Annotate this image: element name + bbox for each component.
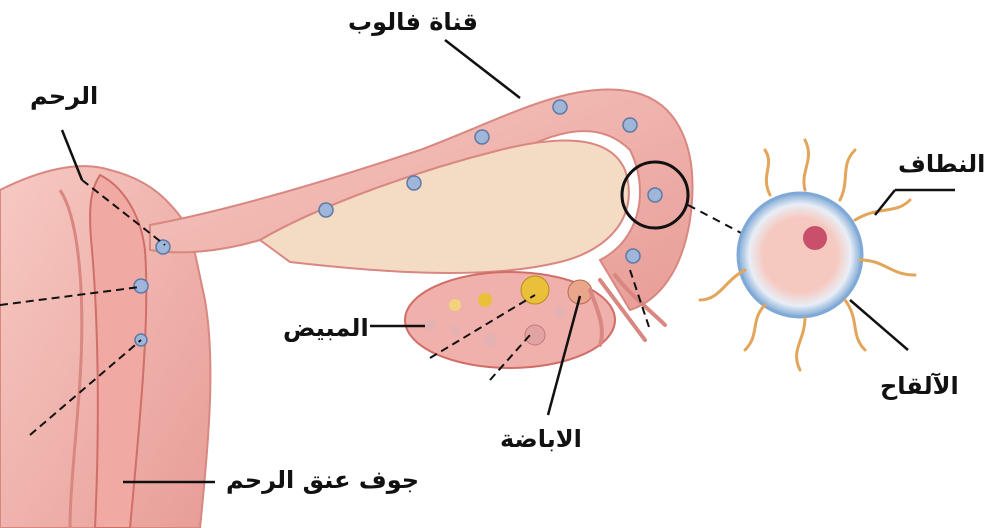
label-uterus: الرحم bbox=[30, 82, 98, 110]
label-ovary: المبيض bbox=[283, 314, 369, 342]
label-fallopian-tube: قناة فالوب bbox=[348, 8, 478, 36]
label-ovulation: الاباضة bbox=[500, 425, 582, 453]
label-sperm: النطاف bbox=[898, 150, 985, 178]
egg-enlarged bbox=[738, 193, 862, 317]
leader-fallopian bbox=[445, 40, 520, 98]
egg-nucleus bbox=[803, 226, 827, 250]
label-fertilization: الآلقاح bbox=[880, 372, 959, 400]
label-cervical-canal: جوف عنق الرحم bbox=[226, 466, 419, 494]
dashed-link bbox=[688, 205, 745, 235]
